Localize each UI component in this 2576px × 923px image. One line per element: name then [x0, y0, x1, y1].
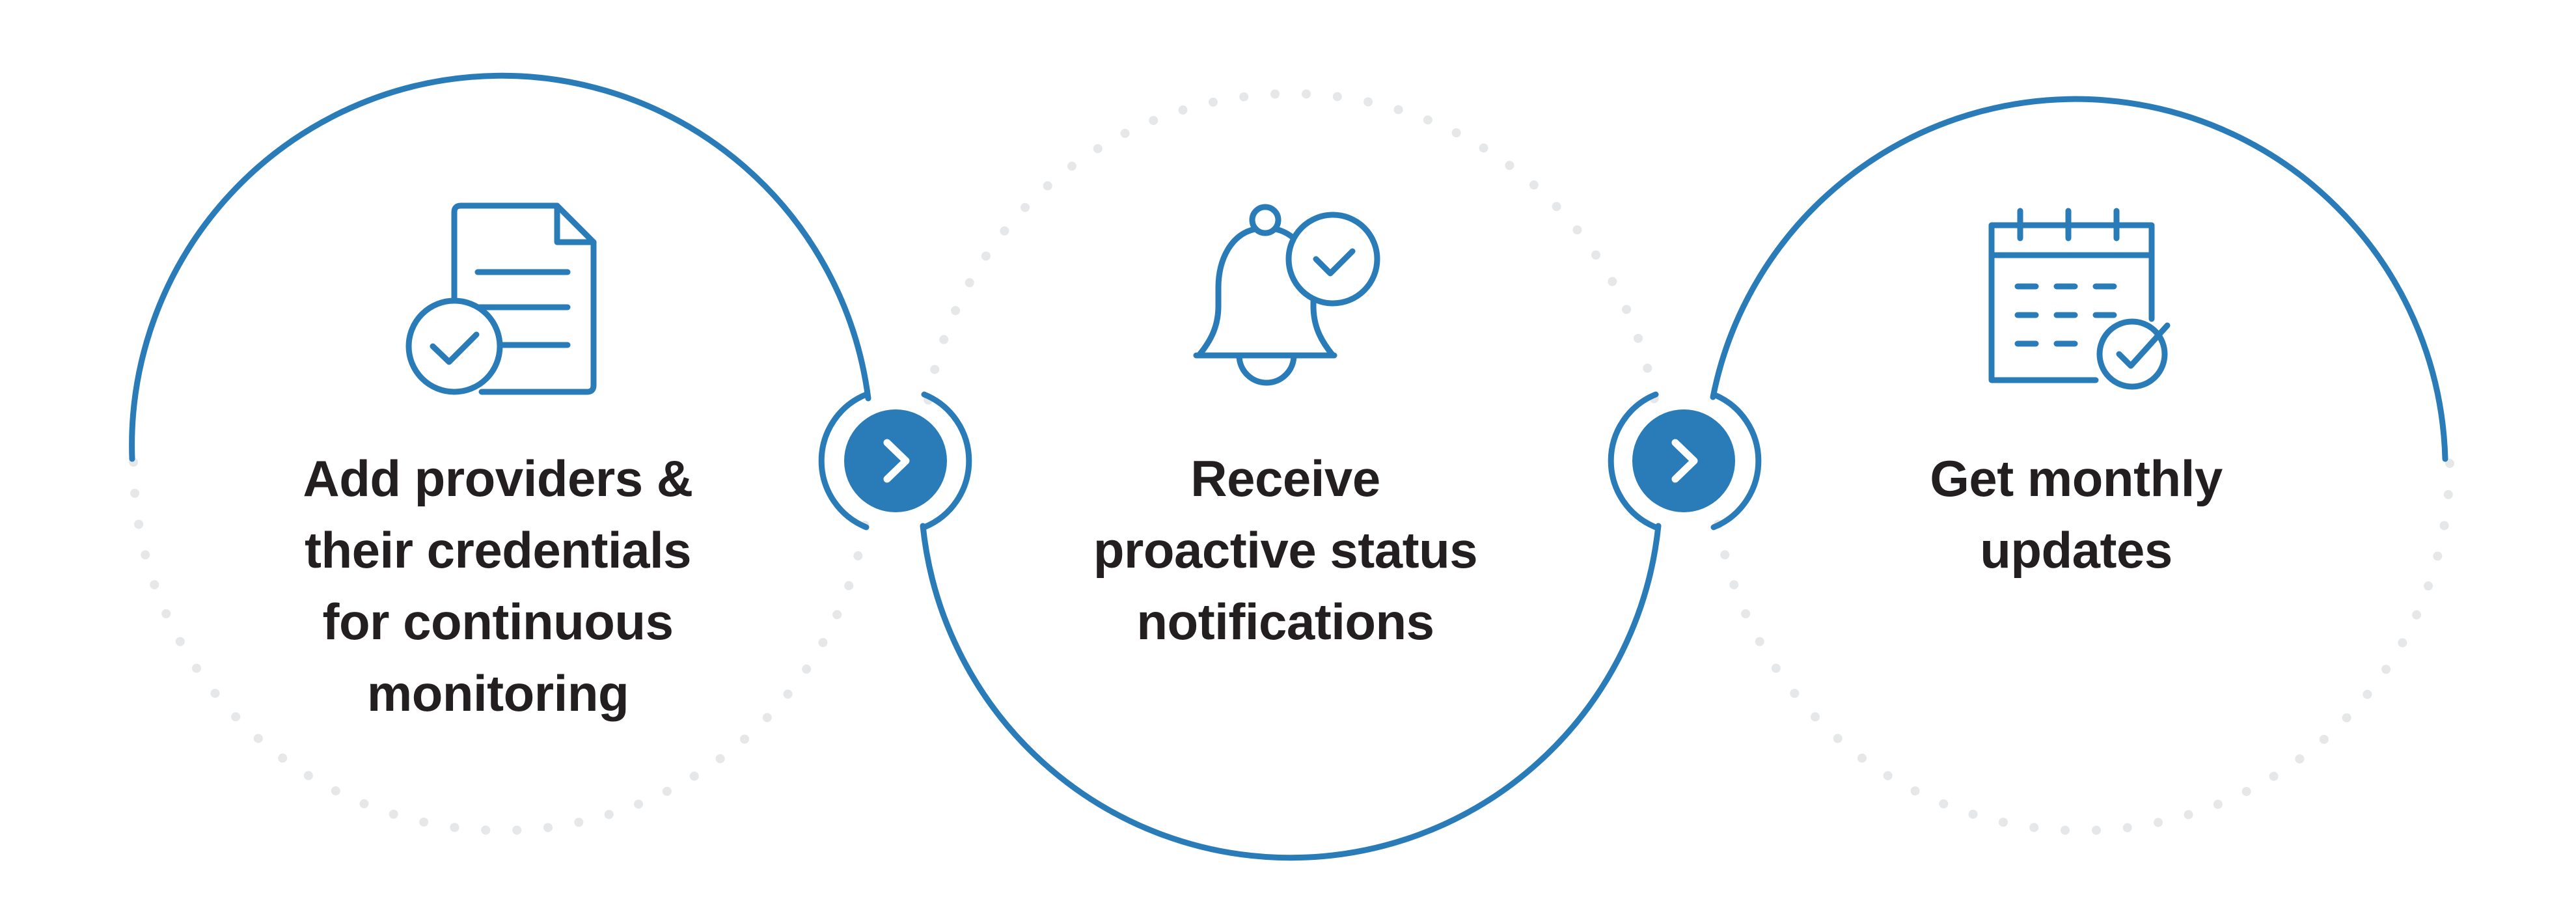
step-1-label-line: for continuous	[322, 593, 674, 650]
connector-1-left-bracket	[818, 391, 870, 530]
connector-1-circle	[844, 409, 947, 512]
connector-2-circle	[1632, 409, 1735, 512]
step-3-label-line: updates	[1980, 521, 2172, 579]
step-1-dotted-arc	[129, 458, 875, 835]
step-2-label: Receive proactive status notifications	[1025, 443, 1546, 657]
connector-2	[1608, 391, 1762, 530]
document-check-icon	[405, 202, 597, 395]
step-1-label-line: their credentials	[304, 521, 692, 579]
step-3-label: Get monthly updates	[1816, 443, 2336, 586]
connector-2-left-bracket	[1608, 391, 1659, 530]
step-2-arc	[920, 523, 1662, 861]
chevron-right-icon	[1671, 439, 1698, 483]
step-3-arc	[1710, 96, 2448, 462]
step-3-dotted-arc	[1708, 458, 2454, 835]
step-2-label-line: Receive	[1190, 450, 1380, 507]
connector-1-right-bracket	[921, 391, 972, 530]
connector-2-right-bracket	[1710, 391, 1762, 530]
step-1-label-line: monitoring	[366, 665, 629, 722]
connector-1	[818, 391, 972, 530]
step-1-arc	[129, 72, 871, 462]
step-3-label-line: Get monthly	[1930, 450, 2223, 507]
step-2-label-line: notifications	[1136, 593, 1434, 650]
bell-check-icon	[1193, 204, 1380, 386]
step-1-label: Add providers & their credentials for co…	[238, 443, 758, 729]
calendar-check-icon	[1988, 208, 2171, 390]
step-2-dotted-arc	[918, 89, 1664, 467]
step-1-label-line: Add providers &	[303, 450, 693, 507]
step-2-label-line: proactive status	[1093, 521, 1478, 579]
chevron-right-icon	[883, 439, 910, 483]
